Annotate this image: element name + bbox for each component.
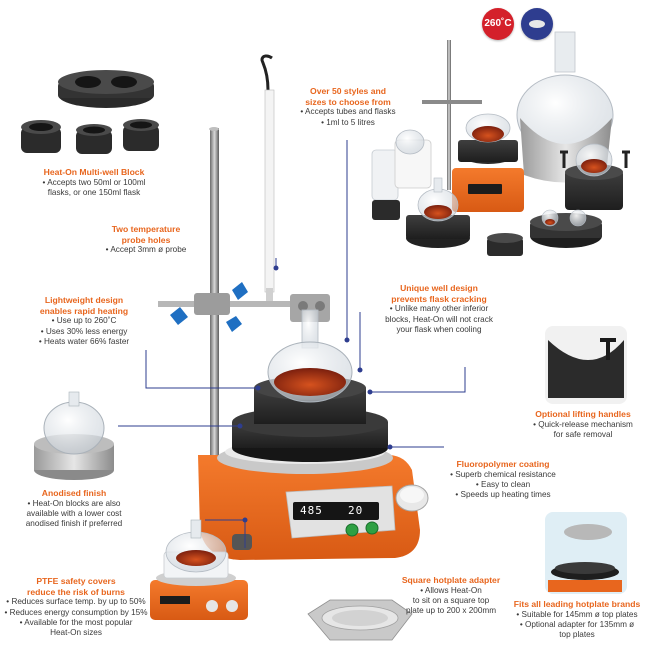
callout-fits: Fits all leading hotplate brands • Suita…: [506, 599, 648, 641]
callout-line: • Speeds up heating times: [455, 490, 551, 500]
fits-hotplate-inset: [545, 512, 627, 594]
callout-line: available with a lower cost: [26, 509, 122, 518]
callout-line: • Optional adapter for 135mm ø: [519, 620, 635, 629]
callout-line: your flask when cooling: [396, 325, 482, 334]
ptfe-hotplate: [150, 519, 248, 620]
callout-line: top plates: [559, 630, 595, 640]
callout-square: Square hotplate adapter • Allows Heat-On…: [388, 575, 514, 617]
callout-line: to sit on a square top: [412, 596, 490, 605]
callout-title: Fits all leading hotplate brands: [513, 599, 641, 609]
callout-line: blocks, Heat-On will not crack: [385, 314, 493, 324]
callout-title: Lightweight design: [44, 295, 124, 305]
lid-icon: [521, 8, 553, 40]
callout-title: enables rapid heating: [39, 305, 129, 316]
callout-line: • Quick-release mechanism: [533, 419, 633, 429]
callout-anodised: Anodised finish • Heat-On blocks are als…: [12, 488, 136, 530]
temperature-badge: 260˚C: [482, 8, 514, 40]
callout-line: • Accept 3mm ø probe: [105, 245, 187, 255]
callout-line: • Available for the most popular: [19, 618, 133, 627]
callout-line: • Allows Heat-On: [420, 585, 482, 595]
callout-title: Square hotplate adapter: [401, 575, 501, 585]
callout-title: Optional lifting handles: [535, 409, 631, 419]
callout-title: Anodised finish: [41, 488, 107, 498]
callout-line: anodised finish if preferred: [25, 519, 123, 529]
callout-line: flasks, or one 150ml flask: [47, 188, 141, 197]
clamp-knob-blue: [170, 307, 188, 325]
leader-dots: [237, 265, 393, 523]
callout-line: • Uses 30% less energy: [40, 326, 128, 336]
square-adapter: [307, 599, 413, 641]
round-block-3: [123, 119, 159, 151]
hotplate-stirrer: [198, 341, 429, 560]
callout-line: • Accepts two 50ml or 100ml: [42, 177, 146, 187]
round-block-2: [76, 124, 112, 154]
callout-unique: Unique well design prevents flask cracki…: [364, 283, 514, 335]
callout-line: • Unlike many other inferior: [389, 304, 489, 314]
callout-probe: Two temperature probe holes • Accept 3mm…: [84, 224, 208, 256]
callout-multiwell: Heat-On Multi-well Block • Accepts two 5…: [24, 167, 164, 198]
callout-line: • Superb chemical resistance: [450, 469, 556, 479]
round-block-1: [21, 120, 61, 153]
lcd-right-value: 20: [348, 504, 364, 517]
callout-title: sizes to choose from: [305, 96, 391, 107]
anodised-block: [34, 391, 114, 480]
callout-line: plate up to 200 x 200mm: [405, 606, 497, 616]
callout-line: • Suitable for 145mm ø top plates: [516, 609, 638, 619]
product-range-photo: [371, 31, 630, 256]
callout-line: • 1ml to 5 litres: [321, 117, 375, 127]
callout-lightweight: Lightweight design enables rapid heating…: [22, 295, 146, 347]
main-apparatus: [158, 54, 330, 460]
callout-title: Heat-On Multi-well Block: [43, 167, 145, 177]
callout-title: prevents flask cracking: [391, 293, 487, 304]
callout-line: • Use up to 260˚C: [51, 316, 117, 326]
callout-line: Heat-On sizes: [50, 628, 102, 638]
lcd-display: [293, 502, 379, 520]
callout-title: Unique well design: [400, 283, 478, 293]
callout-title: Two temperature: [111, 224, 181, 234]
callout-title: probe holes: [121, 234, 171, 245]
callout-lifting: Optional lifting handles • Quick-release…: [520, 409, 646, 440]
callout-line: for safe removal: [553, 430, 613, 439]
callout-title: PTFE safety covers: [36, 576, 116, 586]
callout-line: • Easy to clean: [475, 480, 531, 489]
callout-line: • Heat-On blocks are also: [27, 498, 121, 508]
callout-ptfe: PTFE safety covers reduce the risk of bu…: [4, 576, 148, 639]
multiwell-block-group: [21, 70, 159, 154]
callout-title: Over 50 styles and: [310, 86, 386, 96]
callout-line: • Accepts tubes and flasks: [300, 107, 396, 117]
callout-title: reduce the risk of burns: [27, 586, 125, 597]
lifting-handle-inset: [545, 326, 627, 404]
callout-line: • Heats water 66% faster: [38, 337, 130, 346]
callout-title: Fluoropolymer coating: [456, 459, 550, 469]
callout-fluoro: Fluoropolymer coating • Superb chemical …: [438, 459, 568, 501]
lcd-left-value: 485: [300, 504, 323, 517]
callout-line: • Reduces surface temp. by up to 50%: [6, 597, 146, 607]
callout-line: • Reduces energy consumption by 15%: [4, 607, 148, 617]
temperature-probe: [264, 89, 275, 293]
callout-styles: Over 50 styles and sizes to choose from …: [282, 86, 414, 128]
clamp-arm: [158, 301, 328, 307]
